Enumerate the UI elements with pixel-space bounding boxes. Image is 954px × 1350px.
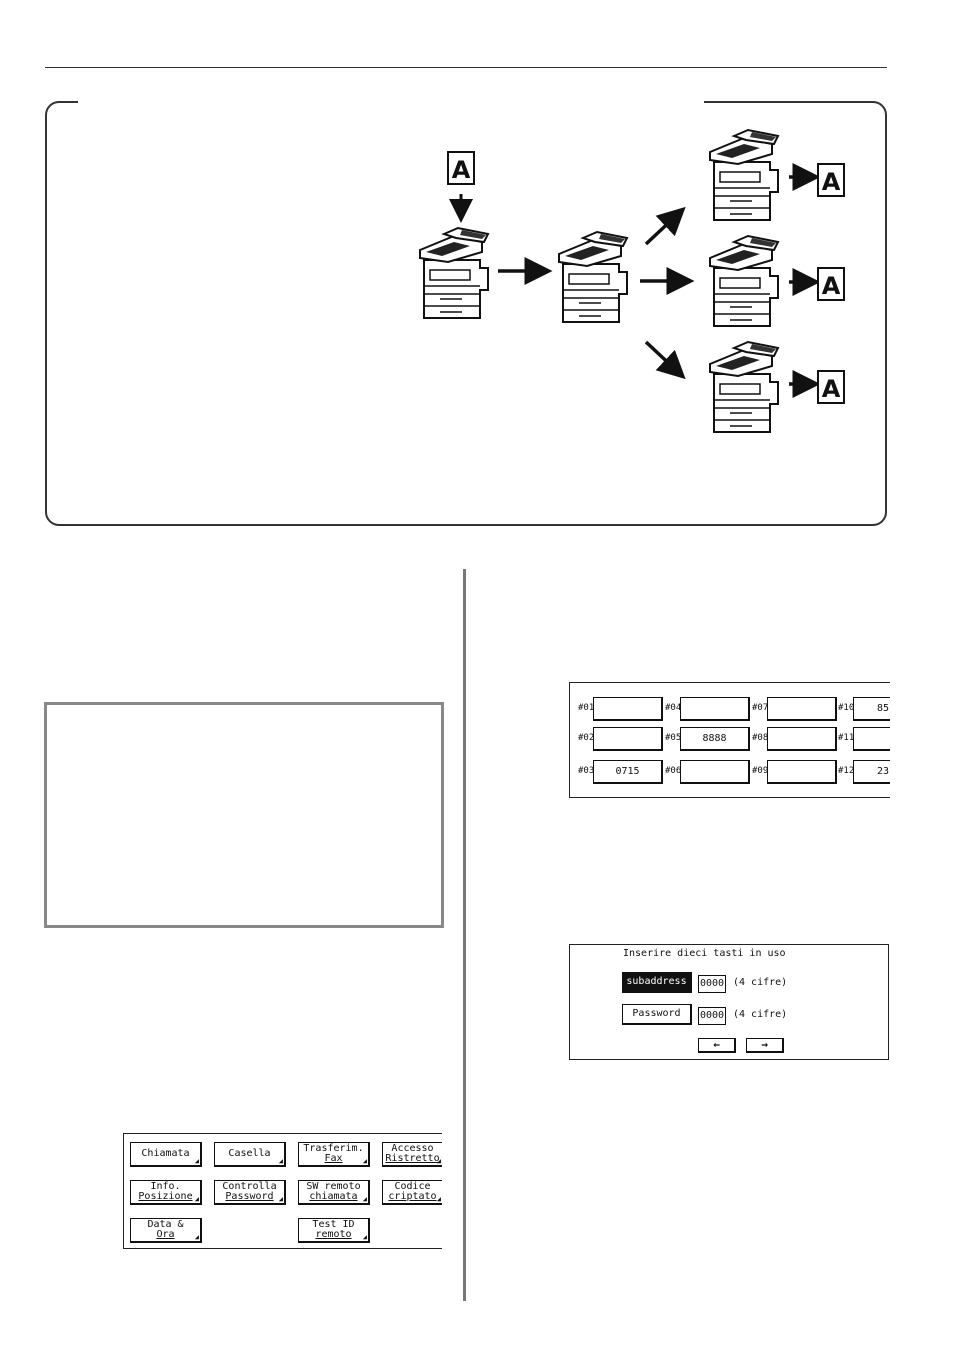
button-label-line2: remoto: [315, 1229, 352, 1240]
submenu-corner-icon: ◢: [194, 1157, 199, 1165]
subaddress-slot[interactable]: [680, 760, 750, 784]
subaddress-slot[interactable]: [767, 727, 837, 751]
subaddress-slot-label: #08: [752, 733, 769, 743]
trasferim-fax-button[interactable]: Trasferim.Fax ◢: [298, 1142, 370, 1167]
submenu-corner-icon: ◢: [362, 1233, 367, 1241]
printer-icon: [558, 231, 628, 323]
column-divider: [463, 569, 466, 1301]
subaddress-slot[interactable]: [767, 697, 837, 721]
button-label-line1: Trasferim.: [303, 1143, 364, 1154]
prev-button[interactable]: ←: [698, 1038, 736, 1053]
subaddress-slot-label: #01: [578, 703, 595, 713]
printer-icon: [709, 341, 779, 433]
subaddress-entry-panel: Inserire dieci tasti in uso subaddress 0…: [569, 944, 889, 1060]
data-ora-button[interactable]: Data &Ora ◢: [130, 1218, 202, 1243]
printer-icon: [709, 235, 779, 327]
subaddress-field[interactable]: 0000: [698, 975, 726, 993]
subaddress-slot-label: #07: [752, 703, 769, 713]
button-label-line1: Casella: [228, 1148, 271, 1159]
password-button[interactable]: Password: [622, 1004, 692, 1025]
subaddress-slot-label: #11: [838, 733, 855, 743]
subaddress-slot[interactable]: 8888: [680, 727, 750, 751]
subaddress-slot-value: 8888: [702, 733, 727, 744]
subaddress-slot[interactable]: [853, 727, 890, 751]
document-icon: [817, 267, 845, 301]
subaddress-slot-label: #12: [838, 766, 855, 776]
subaddress-slot-value: 23: [876, 766, 889, 777]
subaddress-slot-label: #02: [578, 733, 595, 743]
button-label-line1: Info.: [150, 1181, 181, 1192]
subaddress-slot[interactable]: 23: [853, 760, 890, 784]
printer-icon: [419, 227, 489, 319]
relay-diagram: A: [419, 129, 845, 433]
arrow-right-icon: →: [761, 1038, 768, 1051]
arrow-icon: [644, 206, 686, 246]
button-label-line2: Fax: [324, 1153, 343, 1164]
button-label-line1: Test ID: [312, 1219, 355, 1230]
subaddress-hint: (4 cifre): [733, 977, 788, 988]
info-posizione-button[interactable]: Info.Posizione◢: [130, 1180, 202, 1205]
subaddress-slot[interactable]: [593, 697, 663, 721]
submenu-corner-icon: ◢: [362, 1157, 367, 1165]
password-field[interactable]: 0000: [698, 1007, 726, 1025]
subaddress-button[interactable]: subaddress: [622, 972, 692, 993]
submenu-corner-icon: ◢: [194, 1195, 199, 1203]
subaddress-slot-label: #06: [665, 766, 682, 776]
button-label-line1: Codice: [394, 1181, 431, 1192]
submenu-corner-icon: ◢: [436, 1195, 441, 1203]
entry-title: Inserire dieci tasti in uso: [623, 948, 786, 959]
subaddress-slot[interactable]: 85: [853, 697, 890, 721]
subaddress-slot-label: #05: [665, 733, 682, 743]
subaddress-slot[interactable]: [767, 760, 837, 784]
submenu-corner-icon: ◢: [436, 1157, 441, 1165]
chiamata-button[interactable]: Chiamata ◢: [130, 1142, 202, 1167]
password-button-label: Password: [632, 1008, 681, 1019]
button-label-line2: criptato: [388, 1191, 437, 1202]
subaddress-slot-value: 0715: [615, 766, 640, 777]
top-rule: [45, 67, 887, 68]
subaddress-slot-label: #09: [752, 766, 769, 776]
document-icon: [817, 370, 845, 404]
button-label-line2: Posizione: [138, 1191, 193, 1202]
subaddress-slot-value: 85: [876, 703, 889, 714]
submenu-corner-icon: ◢: [278, 1195, 283, 1203]
button-label-line1: Controlla: [222, 1181, 277, 1192]
password-hint: (4 cifre): [733, 1009, 788, 1020]
button-label-line1: Accesso: [391, 1143, 434, 1154]
frame-title-gap: [78, 96, 704, 106]
button-label-line1: Data &: [147, 1219, 184, 1230]
subaddress-slot[interactable]: [593, 727, 663, 751]
submenu-corner-icon: ◢: [362, 1195, 367, 1203]
printer-icon: [709, 129, 779, 221]
button-label-line2: chiamata: [309, 1191, 358, 1202]
note-box: [44, 702, 444, 928]
button-label-line2: Ora: [156, 1229, 175, 1240]
button-label-line1: SW remoto: [306, 1181, 361, 1192]
button-label-line2: Password: [225, 1191, 274, 1202]
subaddress-button-label: subaddress: [626, 976, 687, 987]
submenu-corner-icon: ◢: [278, 1157, 283, 1165]
subaddress-slot-label: #03: [578, 766, 595, 776]
document-icon: [817, 163, 845, 197]
subaddress-slot-label: #10: [838, 703, 855, 713]
arrow-icon: [644, 340, 686, 380]
submenu-corner-icon: ◢: [194, 1233, 199, 1241]
subaddress-slot[interactable]: [680, 697, 750, 721]
subaddress-slot-label: #04: [665, 703, 682, 713]
button-label-line1: Chiamata: [141, 1148, 190, 1159]
casella-button[interactable]: Casella ◢: [214, 1142, 286, 1167]
document-icon: [447, 151, 475, 185]
arrow-left-icon: ←: [713, 1038, 720, 1051]
subaddress-table-panel: #01 #02 #03 0715 #04 #05 8888 #06 #07 #08 #09 #10 85…: [569, 682, 890, 798]
subaddress-slot[interactable]: 0715: [593, 760, 663, 784]
button-label-line2: Ristretto: [385, 1153, 440, 1164]
next-button[interactable]: →: [746, 1038, 784, 1053]
